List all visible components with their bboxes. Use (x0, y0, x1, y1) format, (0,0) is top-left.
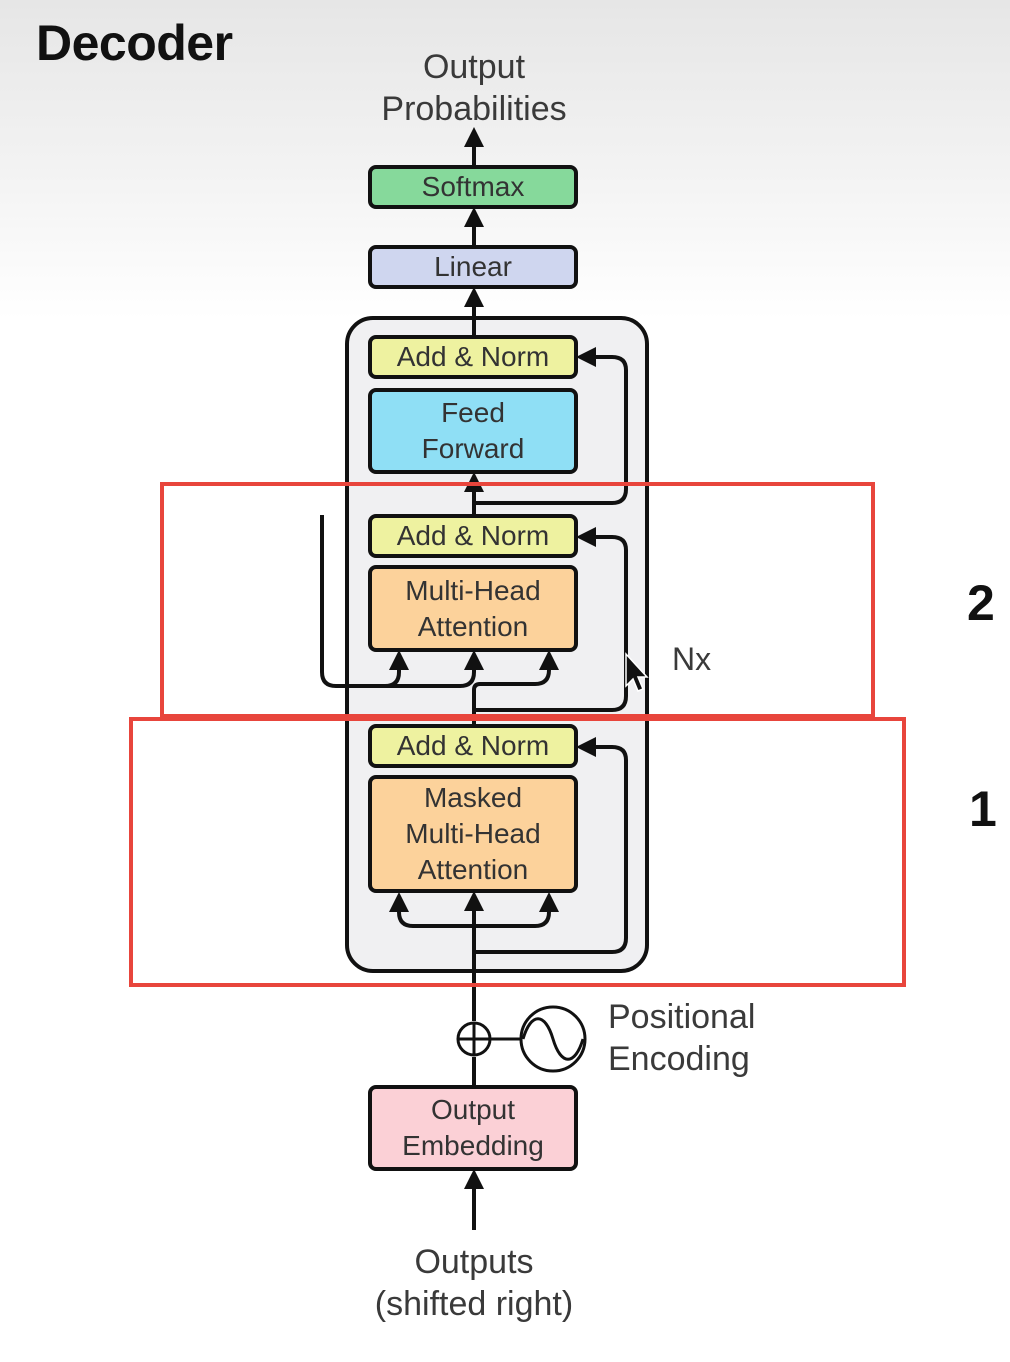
output-probabilities-label: Output Probabilities (374, 46, 574, 130)
masked-attn-right-input (474, 892, 559, 928)
output-label-line2: Probabilities (381, 90, 567, 128)
positional-encoding-line1: Positional (608, 998, 756, 1036)
masked-attn-left-input (389, 892, 474, 928)
residual-1 (474, 737, 628, 954)
highlight-box-2 (160, 482, 875, 718)
linear-block[interactable] (368, 245, 578, 289)
masked-attention-block[interactable] (368, 775, 578, 893)
sine-wave-icon (519, 1005, 587, 1073)
feed-forward-block[interactable] (368, 388, 578, 474)
residual-3 (474, 347, 628, 505)
section-number-2: 2 (967, 575, 995, 631)
outputs-label-line1: Outputs (414, 1243, 534, 1281)
softmax-block[interactable] (368, 165, 578, 209)
outputs-label-line2: (shifted right) (374, 1285, 574, 1323)
add-icon (456, 1021, 492, 1057)
add-norm-bottom-block[interactable] (368, 724, 578, 768)
cursor-icon (625, 652, 649, 692)
add-norm-mid-block[interactable] (368, 514, 578, 558)
output-label-line1: Output (422, 48, 526, 86)
outputs-shifted-right-label: Outputs (shifted right) (354, 1241, 594, 1325)
encoder-input-left (336, 650, 409, 688)
positional-encoding-label: Positional Encoding (608, 996, 755, 1080)
cross-attn-query-input (472, 650, 559, 695)
section-number-1: 1 (969, 781, 997, 837)
highlight-box-1 (129, 717, 906, 987)
residual-2 (474, 527, 628, 712)
output-embedding-block[interactable] (368, 1085, 578, 1171)
page-title: Decoder (36, 15, 233, 71)
positional-encoding-line2: Encoding (608, 1040, 750, 1078)
encoder-input-line (320, 515, 484, 688)
nx-label: Nx (672, 641, 712, 677)
cross-attention-block[interactable] (368, 565, 578, 652)
add-norm-top-block[interactable] (368, 335, 578, 379)
